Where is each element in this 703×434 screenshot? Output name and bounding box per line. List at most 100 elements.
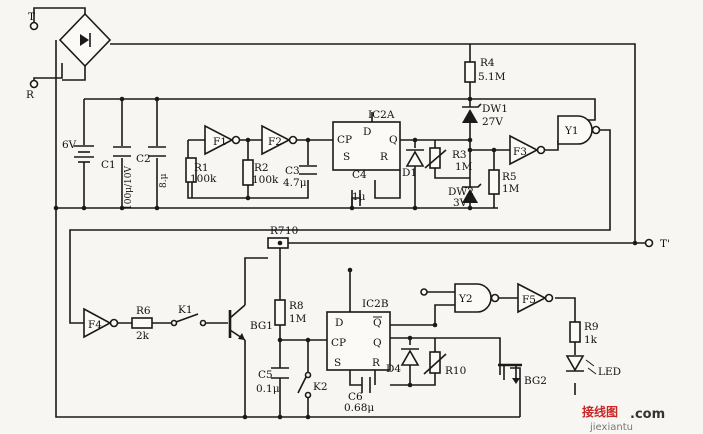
bridge-rectifier [58,12,112,68]
svg-text:T': T' [660,238,670,250]
svg-text:D: D [363,126,371,138]
svg-text:LED: LED [598,366,621,378]
resistor-r6: R6 2k [131,305,153,342]
capacitor-c1: C1 100μ/10V [101,146,134,210]
svg-text:R4: R4 [480,57,495,69]
svg-text:R7: R7 [270,225,285,237]
svg-text:CP: CP [337,134,352,146]
svg-text:F4: F4 [88,319,102,331]
svg-text:D1: D1 [402,167,417,179]
svg-text:R6: R6 [136,305,151,317]
inverter-f3: F3 [509,134,546,166]
svg-text:R5: R5 [502,171,517,183]
capacitor-c3: C3 4.7μ [283,165,317,189]
svg-text:R8: R8 [289,300,304,312]
zener-dw2: DW2 3V [448,183,482,209]
inverter-f2: F2 [261,124,298,156]
zener-dw1: DW1 27V [462,103,508,128]
svg-text:S: S [343,151,350,163]
svg-text:100k: 100k [190,173,217,185]
capacitor-c4: C4 1μ [351,169,367,206]
svg-text:0.68μ: 0.68μ [344,402,374,414]
nand-gate-y1: Y1 [557,115,601,145]
svg-text:0.1μ: 0.1μ [256,383,280,395]
led: LED [565,355,621,378]
nand-gate-y2: Y2 [420,283,500,313]
svg-text:1M: 1M [502,183,520,195]
svg-text:100μ/10V: 100μ/10V [124,165,134,210]
svg-text:C1: C1 [101,159,116,171]
svg-text:IC2A: IC2A [368,109,395,121]
svg-text:C3: C3 [285,165,300,177]
svg-text:R3: R3 [452,149,467,161]
junction-dots [53,96,638,420]
svg-text:3V: 3V [453,197,468,209]
capacitor-c2: C2 8.μ [136,146,169,188]
svg-text:5.1M: 5.1M [478,71,506,83]
svg-text:.com: .com [630,407,665,422]
svg-text:S: S [334,357,341,369]
svg-text:BG2: BG2 [524,375,547,387]
svg-text:DW1: DW1 [482,103,508,115]
terminal-r: R [26,79,39,101]
transistor-bg2: BG2 [498,363,547,387]
switch-k2: K2 [297,371,328,399]
svg-text:R: R [372,357,381,369]
terminal-t-prime: T' [644,238,670,250]
inverter-f5: F5 [517,282,554,314]
svg-text:C4: C4 [352,169,367,181]
svg-text:T: T [28,11,35,23]
svg-text:4.7μ: 4.7μ [283,177,307,189]
svg-text:F2: F2 [268,136,282,148]
svg-text:Y2: Y2 [458,293,473,305]
svg-text:1μ: 1μ [352,191,366,203]
svg-text:Q: Q [373,317,382,329]
resistor-r8: R8 1M [274,299,307,326]
svg-text:1M: 1M [455,161,473,173]
svg-text:R2: R2 [254,162,269,174]
svg-text:2k: 2k [136,330,150,342]
resistor-r4: R4 5.1M [464,57,506,83]
svg-text:C6: C6 [348,391,363,403]
svg-text:D4: D4 [386,363,401,375]
flip-flop-ic2b: IC2B D CP Q Q S R [326,298,391,371]
switch-k1: K1 [170,304,207,327]
svg-text:F1: F1 [213,136,227,148]
svg-text:6V: 6V [62,139,77,151]
svg-text:IC2B: IC2B [362,298,389,310]
svg-text:R1: R1 [194,162,209,174]
resistor-r3: R3 1M [424,147,473,173]
flip-flop-ic2a: IC2A D CP Q S R [332,109,401,171]
svg-text:1k: 1k [584,334,598,346]
svg-text:100k: 100k [252,174,279,186]
svg-text:F3: F3 [513,146,527,158]
wires [33,7,645,418]
svg-text:C5: C5 [258,369,273,381]
svg-text:R9: R9 [584,321,599,333]
svg-text:R10: R10 [445,365,466,377]
battery-6v: 6V [62,139,94,163]
resistor-r1: R1 100k [185,157,217,185]
svg-text:Q: Q [373,337,382,349]
svg-text:Y1: Y1 [564,125,579,137]
inverter-f4: F4 [83,307,119,339]
terminal-t: T [28,11,39,31]
diode-d4: D4 [386,348,420,375]
resistor-r10: R10 [423,351,466,377]
svg-text:F5: F5 [522,294,536,306]
svg-text:R: R [380,151,389,163]
svg-text:R: R [26,89,35,101]
svg-text:8.μ: 8.μ [159,173,169,188]
svg-text:BG1: BG1 [250,320,273,332]
svg-text:K2: K2 [313,381,328,393]
svg-text:接线图: 接线图 [582,404,618,419]
resistor-r9: R9 1k [569,321,599,346]
svg-text:1M: 1M [289,313,307,325]
transistor-bg1: BG1 [228,304,273,341]
svg-text:jiexiantu: jiexiantu [589,422,633,433]
diode-d1: D1 [402,149,425,179]
svg-text:DW2: DW2 [448,186,474,198]
capacitor-c6: C6 0.68μ [344,377,374,414]
svg-text:CP: CP [331,337,346,349]
